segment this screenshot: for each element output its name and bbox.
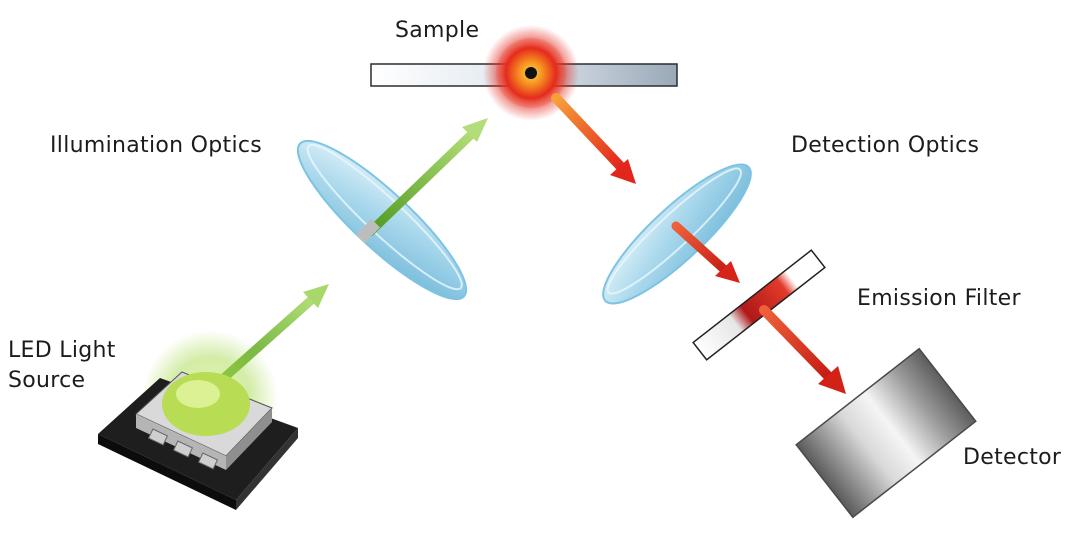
led-light-source (98, 330, 298, 510)
detector-block (795, 347, 977, 519)
label-led-line2: Source (8, 368, 86, 393)
excitation-arrow-2 (355, 118, 488, 244)
emission-arrow-2 (671, 221, 740, 283)
label-emission-filter: Emission Filter (857, 286, 1021, 311)
emission-filter (692, 249, 826, 361)
label-led-line1: LED Light (8, 338, 116, 363)
label-detection-optics: Detection Optics (791, 133, 980, 158)
detection-lens (602, 163, 752, 305)
label-detector: Detector (963, 445, 1062, 470)
label-illumination-optics: Illumination Optics (50, 133, 263, 158)
emission-arrow-1 (551, 93, 636, 184)
emission-arrow-3 (759, 305, 846, 394)
label-sample: Sample (395, 18, 480, 43)
sample-dot (525, 67, 537, 79)
